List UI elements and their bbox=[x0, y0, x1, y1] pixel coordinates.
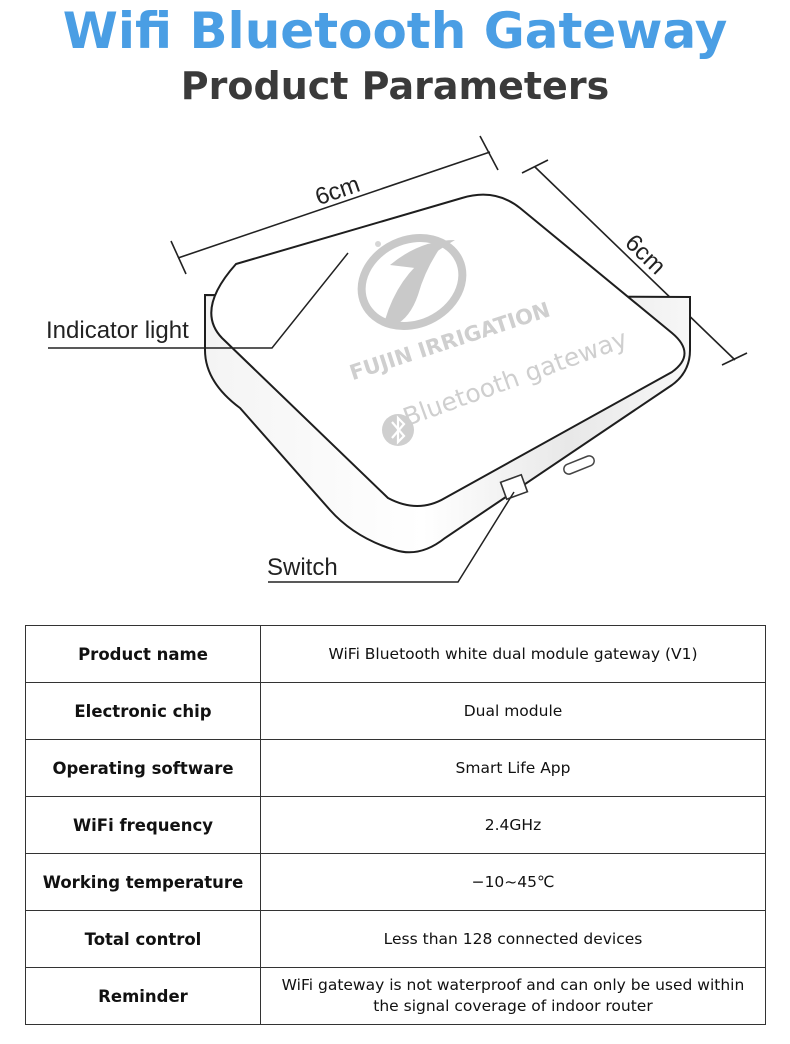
spec-name: Product name bbox=[25, 625, 261, 683]
spec-name: Electronic chip bbox=[25, 682, 261, 740]
spec-name: WiFi frequency bbox=[25, 796, 261, 854]
spec-table: Product name WiFi Bluetooth white dual m… bbox=[25, 625, 766, 1025]
switch-leader-line bbox=[268, 491, 515, 583]
switch-label: Switch bbox=[267, 554, 338, 581]
spec-value: −10~45℃ bbox=[260, 853, 766, 911]
spec-value: Dual module bbox=[260, 682, 766, 740]
page-subtitle: Product Parameters bbox=[180, 64, 610, 108]
brand-logo-icon bbox=[357, 234, 467, 330]
spec-value: Less than 128 connected devices bbox=[260, 910, 766, 968]
bluetooth-icon bbox=[382, 414, 414, 446]
width-label: 6cm bbox=[312, 171, 364, 211]
table-row: Total control Less than 128 connected de… bbox=[25, 910, 766, 968]
product-diagram: 6cm 6cm FUJIN IRRIGATION Bluetooth gatew… bbox=[0, 120, 790, 600]
table-row: Operating software Smart Life App bbox=[25, 739, 766, 797]
table-row: WiFi frequency 2.4GHz bbox=[25, 796, 766, 854]
spec-name: Working temperature bbox=[25, 853, 261, 911]
page-title: Wifi Bluetooth Gateway bbox=[62, 2, 728, 60]
usb-port-icon bbox=[563, 455, 595, 475]
spec-value: 2.4GHz bbox=[260, 796, 766, 854]
spec-name: Total control bbox=[25, 910, 261, 968]
switch-button-icon bbox=[499, 473, 529, 501]
device-top bbox=[210, 193, 686, 507]
width-dimension-line bbox=[170, 135, 499, 275]
table-row: Product name WiFi Bluetooth white dual m… bbox=[25, 625, 766, 683]
depth-label: 6cm bbox=[620, 229, 671, 280]
spec-value: WiFi gateway is not waterproof and can o… bbox=[260, 967, 766, 1025]
indicator-leader-line bbox=[48, 252, 349, 349]
spec-name: Operating software bbox=[25, 739, 261, 797]
indicator-light-icon bbox=[375, 241, 381, 247]
gateway-illustration: 6cm 6cm FUJIN IRRIGATION Bluetooth gatew… bbox=[48, 135, 748, 583]
spec-value: WiFi Bluetooth white dual module gateway… bbox=[260, 625, 766, 683]
table-row: Reminder WiFi gateway is not waterproof … bbox=[25, 967, 766, 1025]
spec-value: Smart Life App bbox=[260, 739, 766, 797]
depth-dimension-line bbox=[521, 159, 748, 366]
table-row: Working temperature −10~45℃ bbox=[25, 853, 766, 911]
indicator-light-label: Indicator light bbox=[46, 317, 189, 344]
spec-name: Reminder bbox=[25, 967, 261, 1025]
table-row: Electronic chip Dual module bbox=[25, 682, 766, 740]
